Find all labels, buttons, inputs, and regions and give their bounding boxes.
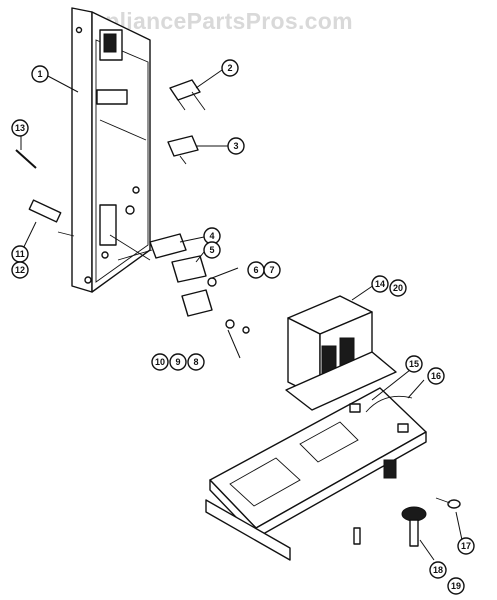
svg-text:1: 1 (37, 69, 42, 79)
svg-text:8: 8 (193, 357, 198, 367)
svg-text:6: 6 (253, 265, 258, 275)
svg-text:5: 5 (209, 245, 214, 255)
interlock-bracket-part (71, 7, 151, 293)
callout-8: 8 (187, 353, 205, 371)
svg-text:19: 19 (451, 581, 461, 591)
switch-assembly-part (117, 233, 250, 334)
svg-text:15: 15 (409, 359, 419, 369)
svg-text:9: 9 (175, 357, 180, 367)
svg-text:18: 18 (433, 565, 443, 575)
callout-3: 3 (227, 137, 245, 155)
svg-text:3: 3 (233, 141, 238, 151)
svg-text:20: 20 (393, 283, 403, 293)
callout-7: 7 (263, 261, 281, 279)
svg-text:14: 14 (375, 279, 385, 289)
transformer-part (285, 295, 397, 411)
callout-17: 17 (457, 537, 475, 555)
svg-text:2: 2 (227, 63, 232, 73)
callout-20: 20 (389, 279, 407, 297)
svg-text:13: 13 (15, 123, 25, 133)
callout-12: 12 (11, 261, 29, 279)
svg-text:12: 12 (15, 265, 25, 275)
callout-2: 2 (221, 59, 239, 77)
callout-16: 16 (427, 367, 445, 385)
svg-text:17: 17 (461, 541, 471, 551)
callout-19: 19 (447, 577, 465, 595)
callout-6: 6 (247, 261, 265, 279)
callout-5: 5 (203, 241, 221, 259)
callout-9: 9 (169, 353, 187, 371)
callout-18: 18 (429, 561, 447, 579)
leader-lines (19, 69, 463, 561)
callout-10: 10 (151, 353, 169, 371)
callout-1: 1 (31, 65, 49, 83)
callout-11: 11 (11, 245, 29, 263)
pin-part-13 (15, 149, 37, 169)
svg-text:10: 10 (155, 357, 165, 367)
callout-15: 15 (405, 355, 423, 373)
svg-text:11: 11 (15, 249, 25, 259)
switch-part-3 (167, 135, 199, 165)
svg-text:4: 4 (209, 231, 214, 241)
callout-14: 14 (371, 275, 389, 293)
svg-text:7: 7 (269, 265, 274, 275)
callout-13: 13 (11, 119, 29, 137)
pin-part-11 (28, 199, 75, 237)
switch-part-2 (169, 79, 206, 111)
foot-part (353, 497, 461, 547)
svg-text:16: 16 (431, 371, 441, 381)
base-plate-part (205, 387, 427, 561)
